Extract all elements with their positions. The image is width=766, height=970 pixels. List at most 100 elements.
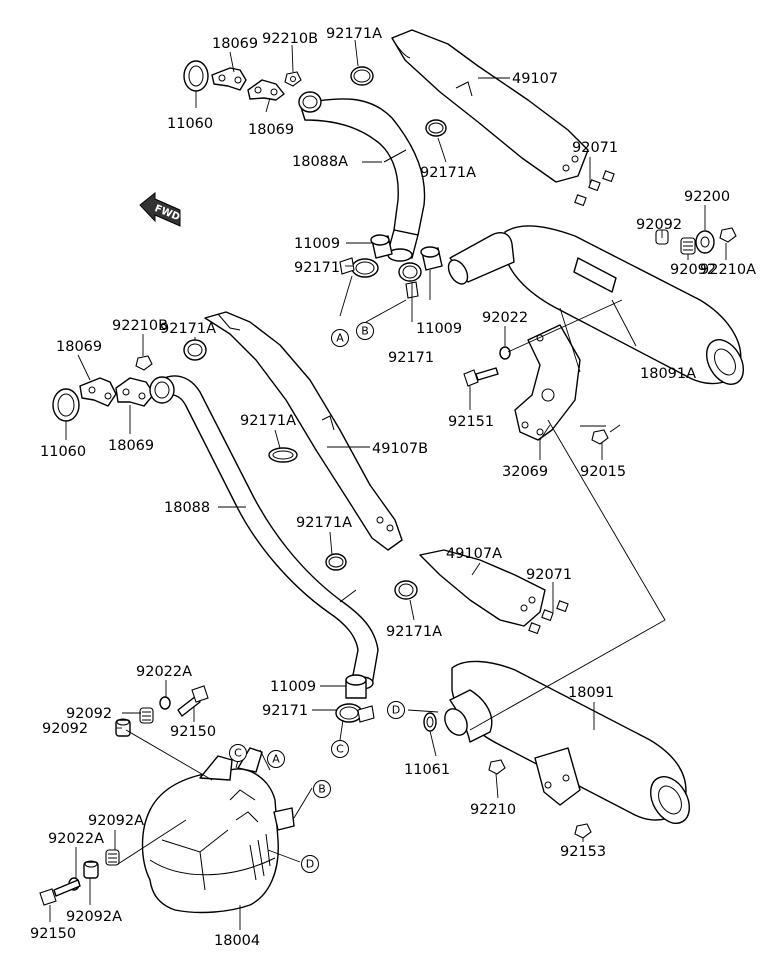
bushing-92200 <box>695 230 715 254</box>
ref-marker-text: C <box>336 743 344 756</box>
muffler-18091 <box>444 660 691 824</box>
ref-marker-a-lower: A <box>267 750 285 768</box>
gasket-11060-upper <box>183 60 209 92</box>
part-label: 11060 <box>167 116 213 132</box>
part-label: 18091 <box>568 685 614 701</box>
part-label: 92171A <box>296 515 352 531</box>
part-label: 11061 <box>404 762 450 778</box>
clamp-92171a-lower-a <box>183 339 207 361</box>
flange-18069-upper-b <box>247 79 285 101</box>
ref-marker-b-lower: B <box>313 780 331 798</box>
ref-marker-text: D <box>392 704 400 717</box>
grommet-92092a-a <box>105 849 120 866</box>
clamp-92171a-upper-a <box>350 66 374 86</box>
silencer-18004 <box>141 747 295 914</box>
damper-92071-upper <box>574 170 615 207</box>
part-label: 18069 <box>56 339 102 355</box>
part-label: 18069 <box>248 122 294 138</box>
gasket-11061 <box>423 712 437 732</box>
leader-lines <box>49 39 727 930</box>
part-label: 92171A <box>160 321 216 337</box>
ref-marker-b-upper: B <box>356 322 374 340</box>
bolt-92151 <box>463 367 499 387</box>
part-label: 92151 <box>448 414 494 430</box>
part-label: 92210 <box>470 802 516 818</box>
part-label: 92015 <box>580 464 626 480</box>
washer-92022 <box>499 346 511 360</box>
nut-92153 <box>574 823 592 839</box>
ref-marker-c-upper: C <box>229 744 247 762</box>
part-label: 92022A <box>48 831 104 847</box>
part-label: 49107A <box>446 546 502 562</box>
gasket-11009-c <box>345 674 367 699</box>
ref-marker-d-upper: D <box>387 701 405 719</box>
nut-92015 <box>591 429 609 445</box>
grommet-92092-lower-b <box>115 718 131 737</box>
part-label: 92071 <box>572 140 618 156</box>
part-label: 92171A <box>420 165 476 181</box>
part-label: 18004 <box>214 933 260 949</box>
part-label: 11060 <box>40 444 86 460</box>
flange-18069-lower-b <box>115 377 155 407</box>
grommet-92092-lower-a <box>139 707 154 724</box>
ref-marker-text: B <box>361 325 369 338</box>
part-label: 92210A <box>700 262 756 278</box>
ref-marker-text: C <box>234 747 242 760</box>
part-label: 32069 <box>502 464 548 480</box>
damper-92071-lower <box>528 600 569 635</box>
clamp-92171-a <box>339 257 379 278</box>
nut-92210a <box>719 227 737 243</box>
part-label: 92092A <box>66 909 122 925</box>
part-label: 92171A <box>326 26 382 42</box>
bolt-92150-upper <box>177 685 209 717</box>
ref-marker-text: A <box>336 332 344 345</box>
muffler-18091a <box>447 225 745 385</box>
part-label: 18088A <box>292 154 348 170</box>
part-label: 11009 <box>270 679 316 695</box>
part-label: 49107B <box>372 441 428 457</box>
part-label: 92150 <box>170 724 216 740</box>
clamp-92171-b <box>398 262 422 299</box>
flange-18069-lower-a <box>79 377 117 407</box>
ref-marker-a-upper: A <box>331 329 349 347</box>
part-label: 92171 <box>388 350 434 366</box>
part-label: 49107 <box>512 71 558 87</box>
part-label: 92022A <box>136 664 192 680</box>
ref-marker-text: D <box>306 858 314 871</box>
part-label: 92022 <box>482 310 528 326</box>
part-label: 92092 <box>66 706 112 722</box>
gasket-11060-lower <box>52 388 80 422</box>
washer-92022a-upper <box>159 696 171 710</box>
part-label: 11009 <box>294 236 340 252</box>
ref-marker-text: B <box>318 783 326 796</box>
clamp-92171a-lower-d <box>394 580 418 600</box>
part-label: 92092 <box>670 262 716 278</box>
part-label: 92153 <box>560 844 606 860</box>
grommet-92092a-b <box>83 860 99 879</box>
part-label: 92210B <box>112 318 168 334</box>
fwd-arrow-icon: FWD <box>139 191 181 227</box>
part-label: 92092 <box>42 721 88 737</box>
heat-shield-49107a <box>419 549 546 627</box>
clamp-92171a-lower-c <box>325 553 347 571</box>
part-number-labels: 18069 92210B 92171A 49107 11060 18069 18… <box>30 26 756 949</box>
part-label: 92210B <box>262 31 318 47</box>
nut-92210b-lower <box>135 355 153 371</box>
bolt-92150-lower <box>39 879 81 906</box>
clamp-92171a-upper-b <box>425 119 447 137</box>
heat-shield-49107b <box>204 311 403 551</box>
ref-marker-d-lower: D <box>301 855 319 873</box>
part-label: 92171A <box>386 624 442 640</box>
gasket-11009-b <box>420 246 443 271</box>
part-label: 18088 <box>164 500 210 516</box>
gasket-11009-a <box>370 234 393 259</box>
heat-shield-49107 <box>391 29 589 183</box>
nut-92210 <box>488 759 506 775</box>
clamp-92171-c <box>335 703 375 723</box>
part-label: 92171 <box>294 260 340 276</box>
part-label: 92171A <box>240 413 296 429</box>
part-label: 11009 <box>416 321 462 337</box>
clamp-92171a-lower-b <box>268 447 298 463</box>
part-label: 92071 <box>526 567 572 583</box>
